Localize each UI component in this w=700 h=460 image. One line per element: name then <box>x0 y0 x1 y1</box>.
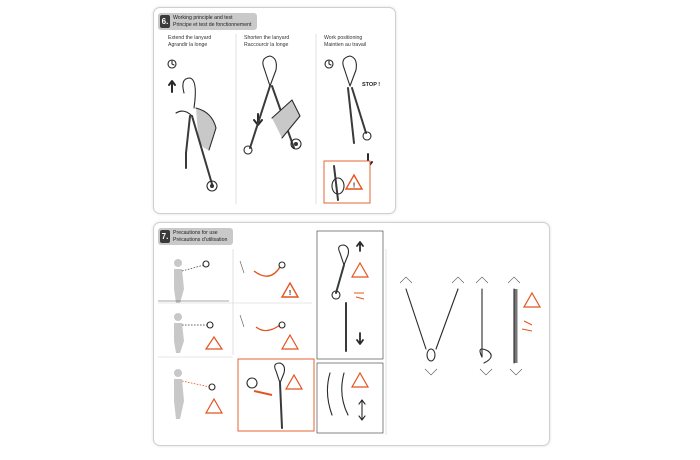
danger-icon <box>204 397 224 414</box>
arrow-up-icon <box>168 80 176 93</box>
shorten-lanyard-illustration <box>243 55 302 155</box>
device-contact-figure <box>246 362 304 429</box>
rope-height-figure <box>331 241 370 352</box>
extend-lanyard-illustration <box>167 59 218 192</box>
danger-icon <box>284 373 304 390</box>
danger-icon <box>204 335 224 350</box>
person-figure-2 <box>174 313 224 353</box>
arrow-up-icon <box>356 241 364 252</box>
section-title-fr: Précautions d'utilisation <box>173 236 228 243</box>
arrow-down-icon <box>356 332 364 345</box>
danger-icon <box>350 371 370 388</box>
column-caption-work-positioning: Work positioning Maintien au travail <box>324 35 367 48</box>
anchor-v-diagram <box>399 276 465 376</box>
lanyard-below-figure <box>239 314 300 350</box>
time-icon <box>167 59 177 69</box>
section-number: 7. <box>160 230 170 243</box>
time-icon <box>324 59 334 69</box>
column-caption-extend: Extend the lanyard Agrandir la longe <box>168 35 212 48</box>
section-6-illustrations: STOP ! ! <box>167 34 380 204</box>
svg-text:!: ! <box>289 290 291 297</box>
danger-icon <box>522 291 542 308</box>
section-title-en: Precautions for use <box>173 230 218 236</box>
column-caption-shorten: Shorten the lanyard Raccourcir la longe <box>244 35 290 48</box>
work-positioning-illustration: STOP ! ! <box>323 55 380 204</box>
person-figure-1 <box>158 259 229 303</box>
section-7-header: 7. Precautions for use Précautions d'uti… <box>158 228 234 245</box>
section-7-panel: 7. Precautions for use Précautions d'uti… <box>153 222 550 446</box>
lanyard-slack-figure: ! <box>239 260 300 298</box>
lanyard-hook-figure <box>326 371 370 421</box>
section-title-en: Working principle and test <box>173 15 233 21</box>
danger-icon <box>350 261 370 278</box>
section-number: 6. <box>160 15 170 28</box>
svg-text:!: ! <box>353 183 355 190</box>
stop-label: STOP ! <box>362 82 380 88</box>
person-figure-3 <box>174 369 224 419</box>
anchor-loop-diagram <box>475 276 493 376</box>
warning-icon <box>280 281 300 298</box>
section-6-header: 6. Working principle and test Principe e… <box>158 13 258 30</box>
section-title-fr: Principe et test de fonctionnement <box>173 21 252 28</box>
section-6-panel: 6. Working principle and test Principe e… <box>153 7 396 214</box>
section-7-illustrations: ! <box>158 230 542 435</box>
danger-icon <box>280 333 300 350</box>
anchor-edge-diagram <box>507 276 542 376</box>
warning-icon <box>344 173 364 190</box>
